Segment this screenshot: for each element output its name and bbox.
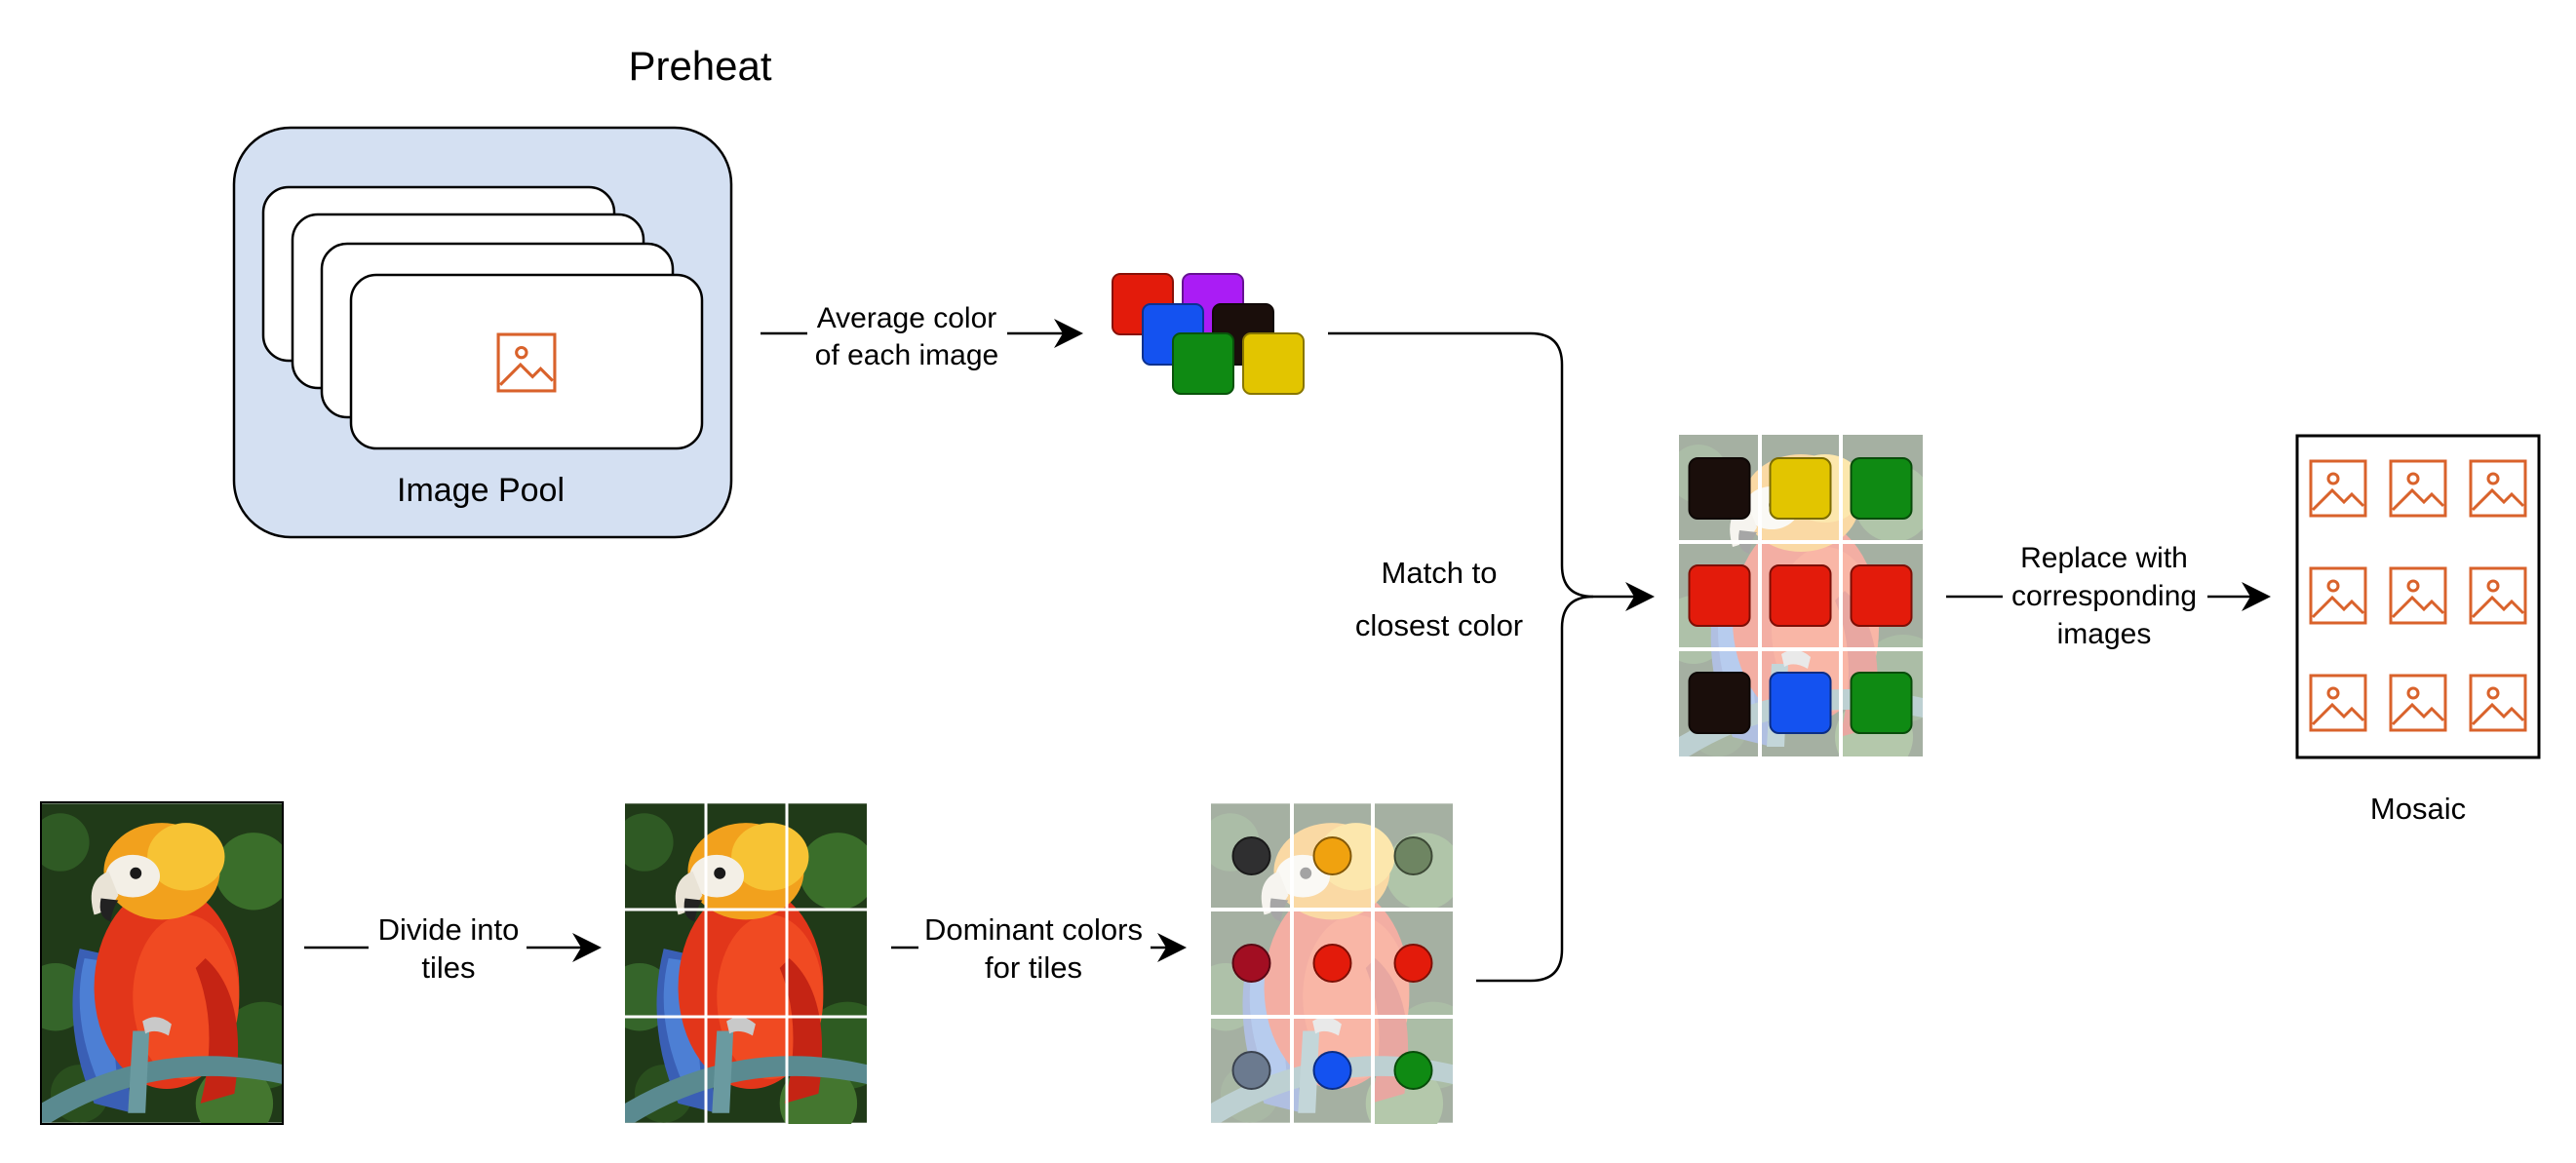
swatch-green: [1172, 332, 1234, 395]
match-label-line2: closest color: [1355, 608, 1523, 642]
divide-label-line2: tiles: [421, 950, 475, 985]
original-photo: [40, 801, 284, 1125]
dominant-color-dot: [1231, 944, 1271, 983]
match-label-line1: Match to: [1382, 556, 1498, 590]
tiled-photo: [625, 802, 867, 1124]
mosaic: Mosaic: [2295, 434, 2541, 826]
image-icon: [496, 332, 557, 393]
dominant-label-line2: for tiles: [985, 950, 1082, 985]
matched-color-tile: [1688, 672, 1751, 734]
matched-grid: [1679, 435, 1923, 756]
dominant-color-dot: [1231, 836, 1271, 875]
matched-color-tile: [1688, 457, 1751, 520]
image-pool: Image Pool: [232, 126, 733, 539]
image-icon: [2309, 674, 2367, 732]
matched-color-tile: [1769, 457, 1832, 520]
connector-bottom: [1476, 595, 1594, 983]
swatch-yellow: [1242, 332, 1305, 395]
dominant-color-dot: [1393, 836, 1433, 875]
divide-label-line1: Divide into: [378, 912, 520, 947]
image-icon: [2389, 459, 2447, 518]
image-icon: [2389, 674, 2447, 732]
dominant-color-dot: [1231, 1051, 1271, 1090]
connector-top: [1328, 331, 1594, 599]
average-color-swatches: [1112, 273, 1305, 395]
image-icon: [2469, 566, 2527, 625]
dominant-color-dot: [1312, 944, 1352, 983]
average-color-label-line1: Average color: [817, 302, 997, 334]
matched-color-tile: [1850, 457, 1913, 520]
image-icon: [2469, 459, 2527, 518]
mosaic-label: Mosaic: [2370, 792, 2466, 826]
matched-color-tile: [1850, 564, 1913, 627]
replace-label-line2: corresponding: [2011, 580, 2197, 612]
dominant-label-line1: Dominant colors: [924, 912, 1143, 947]
replace-label-line3: images: [2057, 618, 2152, 650]
dominant-color-dot: [1393, 944, 1433, 983]
dominant-colors-grid: [1211, 802, 1453, 1124]
image-pool-label: Image Pool: [397, 472, 565, 509]
image-icon: [2469, 674, 2527, 732]
title: Preheat: [628, 43, 771, 89]
image-icon: [2309, 566, 2367, 625]
matched-color-tile: [1688, 564, 1751, 627]
image-icon: [2389, 566, 2447, 625]
average-color-label-line2: of each image: [815, 339, 998, 371]
matched-color-tile: [1769, 672, 1832, 734]
dominant-color-dot: [1393, 1051, 1433, 1090]
matched-color-tile: [1769, 564, 1832, 627]
replace-label-line1: Replace with: [2020, 542, 2188, 574]
dominant-color-dot: [1312, 836, 1352, 875]
image-icon: [2309, 459, 2367, 518]
dominant-color-dot: [1312, 1051, 1352, 1090]
matched-color-tile: [1850, 672, 1913, 734]
